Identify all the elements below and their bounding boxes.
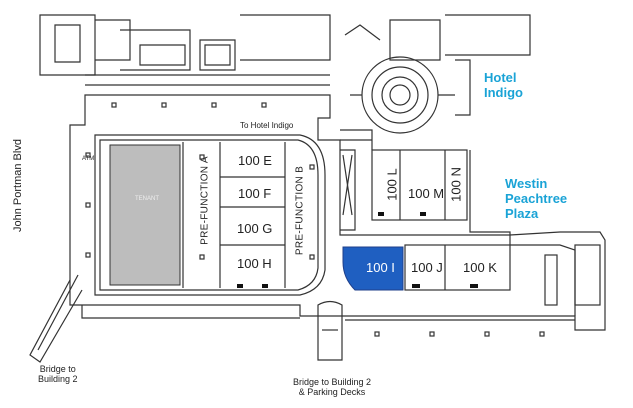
bridge-bottom xyxy=(317,300,343,361)
room-100-e[interactable]: 100 E xyxy=(238,153,272,168)
tenant-label: TENANT xyxy=(135,196,159,202)
bridge-left-label: Bridge to Building 2 xyxy=(38,364,78,384)
westin-line-2: Peachtree xyxy=(505,191,568,206)
westin-line-1: Westin xyxy=(505,176,548,191)
prefunction-b-label: PRE-FUNCTION B xyxy=(294,165,306,256)
bridge-left-line-1: Bridge to xyxy=(39,364,76,374)
tenant-space xyxy=(109,144,181,286)
room-100-k[interactable]: 100 K xyxy=(463,260,497,275)
prefunction-a-label: PRE-FUNCTION A xyxy=(199,156,211,245)
building-outline xyxy=(69,94,606,331)
room-100-j[interactable]: 100 J xyxy=(411,260,443,275)
hotel-indigo-line-1: Hotel xyxy=(484,70,517,85)
bridge-bottom-line-2: & Parking Decks xyxy=(298,387,366,397)
room-100-l[interactable]: 100 L xyxy=(384,168,400,201)
bridge-bottom-label: Bridge to Building 2 & Parking Decks xyxy=(293,377,371,397)
room-100-g[interactable]: 100 G xyxy=(237,221,273,236)
room-100-f[interactable]: 100 F xyxy=(238,186,272,201)
westin-label: Westin Peachtree Plaza xyxy=(505,176,567,221)
hotel-indigo-label: Hotel Indigo xyxy=(484,70,523,100)
bridge-left xyxy=(29,279,83,363)
room-100-h[interactable]: 100 H xyxy=(237,256,272,271)
hotel-indigo-line-2: Indigo xyxy=(484,85,523,100)
street-label: John Portman Blvd xyxy=(12,139,24,232)
room-100-n[interactable]: 100 N xyxy=(448,167,464,202)
westin-line-3: Plaza xyxy=(505,206,539,221)
bridge-bottom-line-1: Bridge to Building 2 xyxy=(293,377,372,387)
room-100-m[interactable]: 100 M xyxy=(408,186,445,201)
bridge-left-line-2: Building 2 xyxy=(38,374,78,384)
room-100-i[interactable]: 100 I xyxy=(366,260,395,275)
atm-label: ATM xyxy=(82,156,95,162)
to-hotel-indigo-label: To Hotel Indigo xyxy=(240,121,294,130)
room-100-i-highlight xyxy=(342,246,404,291)
